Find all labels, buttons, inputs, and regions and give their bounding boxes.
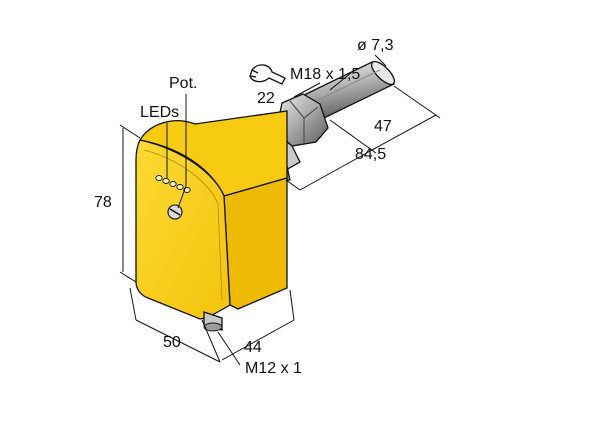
dimension-lines [119, 85, 441, 363]
width-dimension-line [135, 319, 221, 363]
sensor-housing [135, 110, 288, 320]
leds-label: LEDs [140, 104, 179, 121]
led-indicators [155, 175, 191, 193]
housing-side-face [223, 177, 288, 310]
wrench-icon [249, 64, 286, 85]
led-indicator [176, 184, 184, 190]
wrench-leader-line [293, 82, 321, 98]
pot-leader-tip [177, 185, 187, 209]
total-length-label: 84,5 [355, 146, 386, 163]
connector-label: M12 x 1 [245, 360, 302, 377]
connector-leader-line [217, 331, 241, 366]
potentiometer-screw [167, 204, 183, 220]
diagram-text-labels: Pot. LEDs 78 50 44 M12 x 1 M18 x 1,5 22 … [94, 37, 394, 377]
led-indicator [155, 175, 163, 181]
led-indicator [162, 178, 170, 184]
probe-length-label: 47 [374, 118, 392, 135]
probe-diameter-label: ø 7,3 [357, 37, 394, 54]
width-label: 50 [163, 334, 181, 351]
m12-connector [203, 311, 223, 332]
thread-label: M18 x 1,5 [290, 66, 360, 83]
pot-label: Pot. [169, 75, 197, 92]
probe-length-dimension-line [371, 114, 437, 151]
height-label: 78 [94, 194, 112, 211]
label-leaders [166, 54, 387, 366]
depth-label: 44 [244, 339, 262, 356]
total-length-dimension-line [299, 149, 373, 191]
housing-front-face [135, 139, 231, 320]
thread-leader-line [329, 71, 353, 91]
probe-dia-leader-line [374, 54, 387, 67]
wrench-size-label: 22 [257, 90, 275, 107]
led-indicator [169, 181, 177, 187]
depth-dimension-line [221, 319, 295, 361]
